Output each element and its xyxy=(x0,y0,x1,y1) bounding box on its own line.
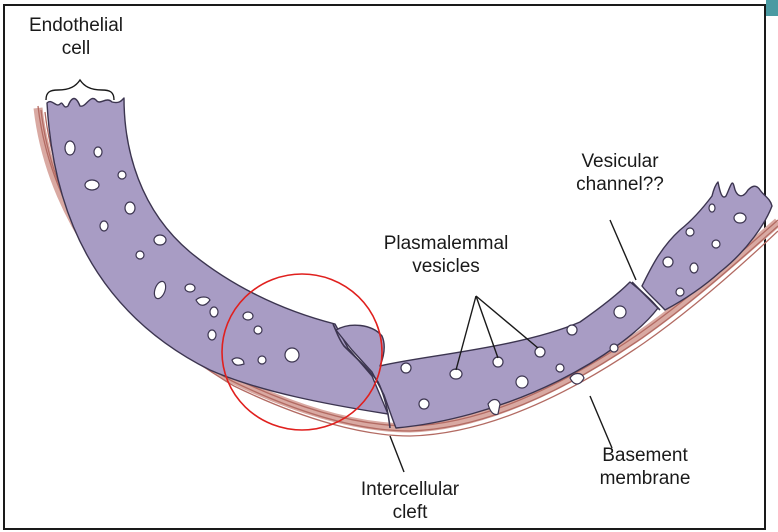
plasmalemmal-vesicles-label-line1: Plasmalemmal xyxy=(356,232,536,255)
basement-membrane-label: Basement membrane xyxy=(570,444,720,490)
basement-pointer xyxy=(590,396,612,448)
plasmalemmal-vesicles-label: Plasmalemmal vesicles xyxy=(356,232,536,278)
plasmalemmal-vesicles-label-line2: vesicles xyxy=(356,255,536,278)
basement-membrane-label-line1: Basement xyxy=(570,444,720,467)
left-endothelial-cell xyxy=(47,98,388,414)
vesicular-channel-label-line2: channel?? xyxy=(530,173,710,196)
basement-membrane-label-line2: membrane xyxy=(570,467,720,490)
intercellular-cleft-label-line2: cleft xyxy=(340,501,480,524)
vesicular-channel-label-line1: Vesicular xyxy=(530,150,710,173)
vesicular-channel-label: Vesicular channel?? xyxy=(530,150,710,196)
intercellular-cleft-label-line1: Intercellular xyxy=(340,478,480,501)
endothelial-cell-label: Endothelial cell xyxy=(6,14,146,60)
vesicular-channel-pointer xyxy=(610,220,636,280)
endothelial-brace xyxy=(46,80,114,100)
endothelial-cell-label-line2: cell xyxy=(6,37,146,60)
endothelial-cell-label-line1: Endothelial xyxy=(6,14,146,37)
cleft-pointer xyxy=(390,436,404,472)
intercellular-cleft-label: Intercellular cleft xyxy=(340,478,480,524)
